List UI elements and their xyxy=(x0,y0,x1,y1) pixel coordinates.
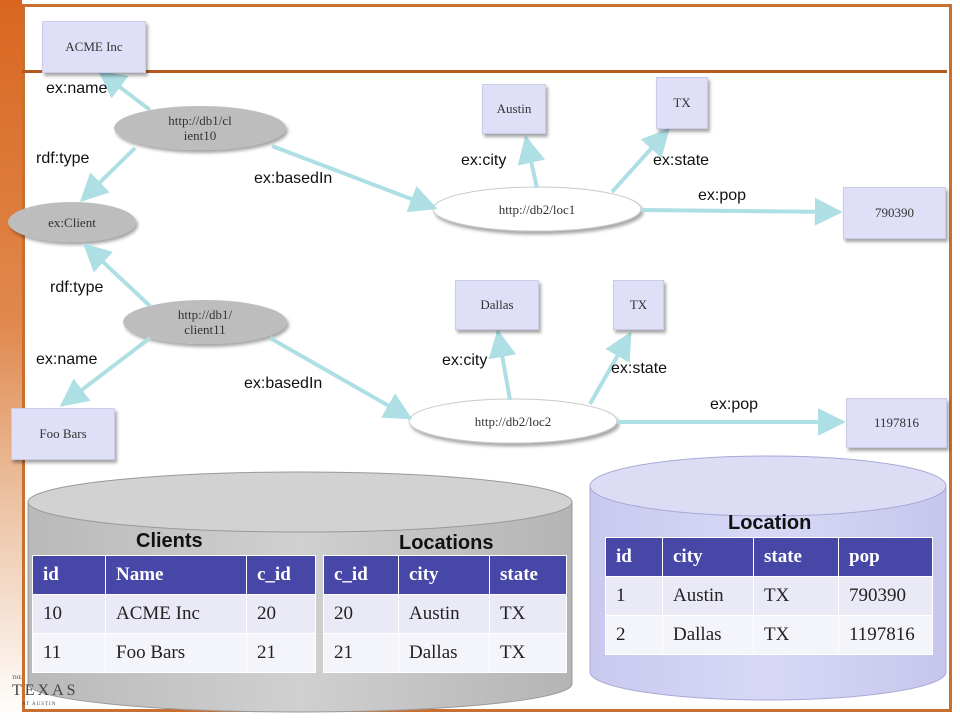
table-row: 10 ACME Inc 20 xyxy=(32,594,316,634)
location-header-row: id city state pop xyxy=(605,537,933,577)
table-cell: 21 xyxy=(246,633,316,673)
location-col-id: id xyxy=(605,537,663,577)
logo-sub: AT AUSTIN xyxy=(22,702,57,707)
edge-state-2 xyxy=(588,331,632,405)
edge-type-1 xyxy=(80,146,137,202)
table-cell: 1 xyxy=(605,576,663,616)
client11-node xyxy=(123,300,287,344)
table-cell: 21 xyxy=(323,633,399,673)
client-class-label: ex:Client xyxy=(48,214,96,230)
client11-line1: http://db1/ xyxy=(177,307,233,322)
table-cell: TX xyxy=(753,576,839,616)
table-row: 21 Dallas TX xyxy=(323,633,567,673)
locations-header-row: c_id city state xyxy=(323,555,567,595)
locations-table: c_id city state 20 Austin TX 21 Dallas T… xyxy=(323,555,567,673)
table-row: 20 Austin TX xyxy=(323,594,567,634)
dallas-literal: Dallas xyxy=(455,280,539,330)
locations-col-state: state xyxy=(489,555,567,595)
client11-label: http://db1/client11 xyxy=(145,299,265,345)
logo-main: TEXAS xyxy=(12,682,79,699)
edge-label-name-2: ex:name xyxy=(36,351,98,368)
table-cell: TX xyxy=(753,615,839,655)
clients-header-row: id Name c_id xyxy=(32,555,316,595)
edge-name-2 xyxy=(59,336,152,407)
locations-table-title: Locations xyxy=(399,532,494,554)
location-col-city: city xyxy=(662,537,754,577)
edge-label-type-1: rdf:type xyxy=(36,150,90,167)
locations-col-city: city xyxy=(398,555,490,595)
locations-col-cid: c_id xyxy=(323,555,399,595)
edge-label-type-2: rdf:type xyxy=(50,279,104,296)
title-divider xyxy=(22,70,947,73)
edge-label-pop-1: ex:pop xyxy=(698,187,747,204)
clients-col-cid: c_id xyxy=(246,555,316,595)
location-table: id city state pop 1 Austin TX 790390 2 D… xyxy=(605,537,933,655)
location-table-title: Location xyxy=(728,512,812,534)
table-cell: 2 xyxy=(605,615,663,655)
loc2-label: http://db2/loc2 xyxy=(474,413,552,429)
clients-table-title: Clients xyxy=(136,530,203,552)
table-cell: TX xyxy=(489,594,567,634)
foobars-literal: Foo Bars xyxy=(11,408,115,460)
loc1-label: http://db2/loc1 xyxy=(498,201,576,217)
table-cell: Dallas xyxy=(662,615,754,655)
edge-basedin-1 xyxy=(271,144,438,213)
slide-frame xyxy=(22,4,952,712)
table-cell: 10 xyxy=(32,594,106,634)
location-col-pop: pop xyxy=(838,537,933,577)
table-cell: 20 xyxy=(323,594,399,634)
edge-label-city-1: ex:city xyxy=(461,152,507,169)
austin-literal: Austin xyxy=(482,84,546,134)
clients-col-id: id xyxy=(32,555,106,595)
table-cell: Austin xyxy=(662,576,754,616)
edge-city-1 xyxy=(517,135,546,189)
edge-label-basedin-1: ex:basedIn xyxy=(254,170,333,187)
tx-literal-2: TX xyxy=(613,280,664,330)
client10-line1: http://db1/cl xyxy=(168,113,232,128)
edge-label-city-2: ex:city xyxy=(442,352,488,369)
client-class-node xyxy=(8,202,136,242)
clients-table: id Name c_id 10 ACME Inc 20 11 Foo Bars … xyxy=(32,555,316,673)
edge-pop-1 xyxy=(640,197,843,226)
table-cell: 790390 xyxy=(838,576,933,616)
table-cell: 20 xyxy=(246,594,316,634)
edge-city-2 xyxy=(488,329,517,401)
table-cell: TX xyxy=(489,633,567,673)
table-cell: Austin xyxy=(398,594,490,634)
client10-line2: ient10 xyxy=(183,128,217,143)
table-row: 1 Austin TX 790390 xyxy=(605,576,933,616)
client10-node xyxy=(114,106,286,150)
table-cell: 11 xyxy=(32,633,106,673)
location-col-state: state xyxy=(753,537,839,577)
edge-label-state-1: ex:state xyxy=(653,152,710,169)
edge-label-basedin-2: ex:basedIn xyxy=(244,375,323,392)
table-cell: Foo Bars xyxy=(105,633,247,673)
edge-type-2 xyxy=(82,243,152,308)
table-cell: ACME Inc xyxy=(105,594,247,634)
logo-sup: THE xyxy=(12,676,22,681)
edge-state-1 xyxy=(610,127,670,194)
pop-literal-2: 1197816 xyxy=(846,398,947,448)
client11-line2: client11 xyxy=(184,322,226,337)
edge-name-1 xyxy=(97,70,152,112)
pop-literal-1: 790390 xyxy=(843,187,946,239)
table-row: 11 Foo Bars 21 xyxy=(32,633,316,673)
left-accent-bar xyxy=(0,0,22,720)
edge-label-name-1: ex:name xyxy=(46,80,108,97)
university-logo: THE TEXAS AT AUSTIN xyxy=(12,676,76,710)
table-cell: 1197816 xyxy=(838,615,933,655)
tx-literal-1: TX xyxy=(656,77,708,129)
clients-col-name: Name xyxy=(105,555,247,595)
edge-label-state-2: ex:state xyxy=(611,360,668,377)
acme-literal: ACME Inc xyxy=(42,21,146,73)
table-row: 2 Dallas TX 1197816 xyxy=(605,615,933,655)
edge-label-pop-2: ex:pop xyxy=(710,396,759,413)
table-cell: Dallas xyxy=(398,633,490,673)
edge-basedin-2 xyxy=(269,336,413,420)
